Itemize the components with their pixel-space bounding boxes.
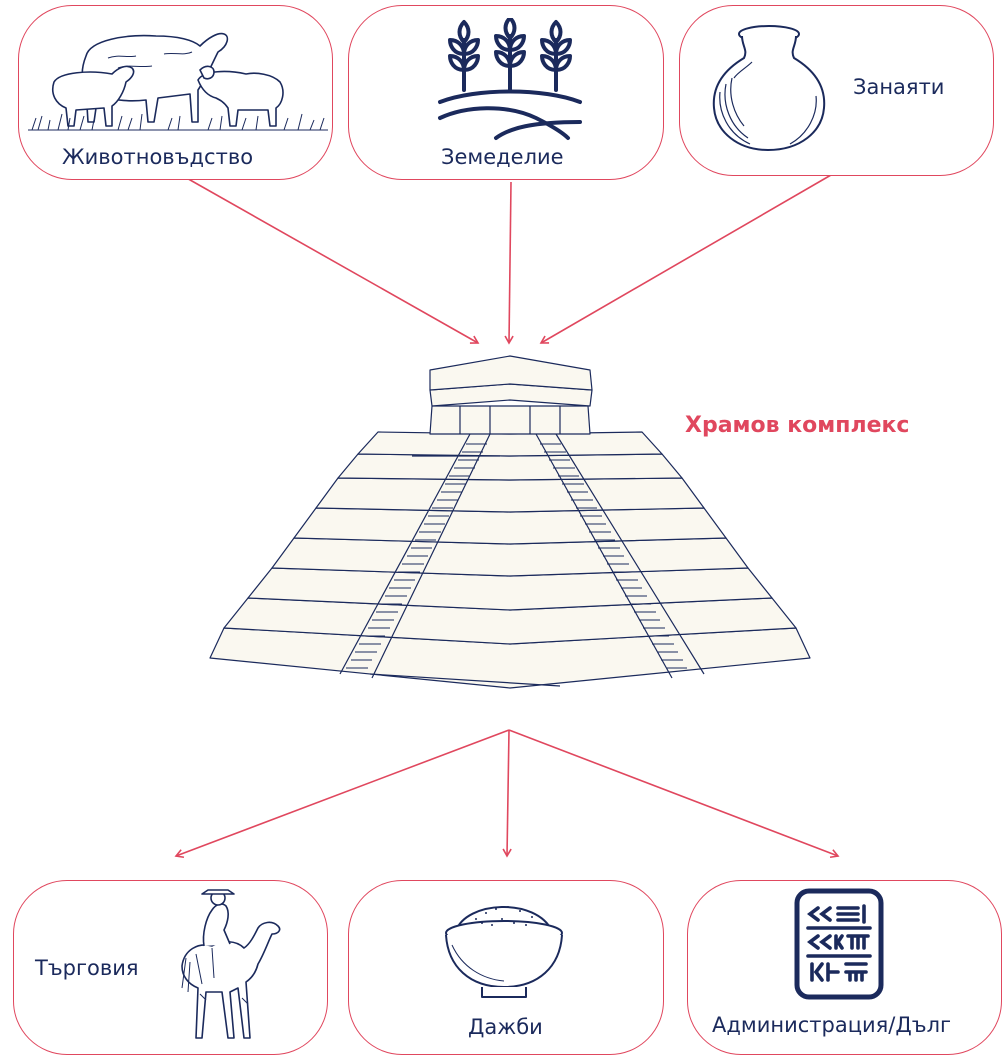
arrow-temple-to-admin: [508, 729, 840, 859]
input-label-livestock: Животновъдство: [62, 145, 254, 169]
camel-rider-icon: [181, 889, 281, 1039]
pottery-vase-icon: [712, 25, 826, 151]
output-label-admin: Администрация/Дълг: [712, 1013, 952, 1037]
output-box-trade: [13, 880, 328, 1055]
arrow-temple-to-trade: [174, 729, 510, 859]
step-pyramid-temple-icon: [209, 355, 811, 689]
grain-bowl-icon: [445, 906, 563, 998]
input-label-crafts: Занаяти: [853, 75, 945, 99]
arrow-temple-to-rations: [502, 729, 512, 858]
cuneiform-tablet-icon: [794, 888, 884, 1000]
input-label-agriculture: Земеделие: [441, 145, 564, 169]
arrow-livestock-to-temple: [175, 171, 480, 344]
arrow-crafts-to-temple: [539, 174, 832, 344]
sheep-icon: [28, 32, 328, 131]
temple-complex-label: Храмов комплекс: [685, 413, 910, 438]
arrow-agriculture-to-temple: [504, 181, 514, 345]
output-label-rations: Дажби: [468, 1015, 543, 1039]
output-label-trade: Търговия: [35, 956, 139, 980]
wheat-field-icon: [438, 18, 582, 140]
